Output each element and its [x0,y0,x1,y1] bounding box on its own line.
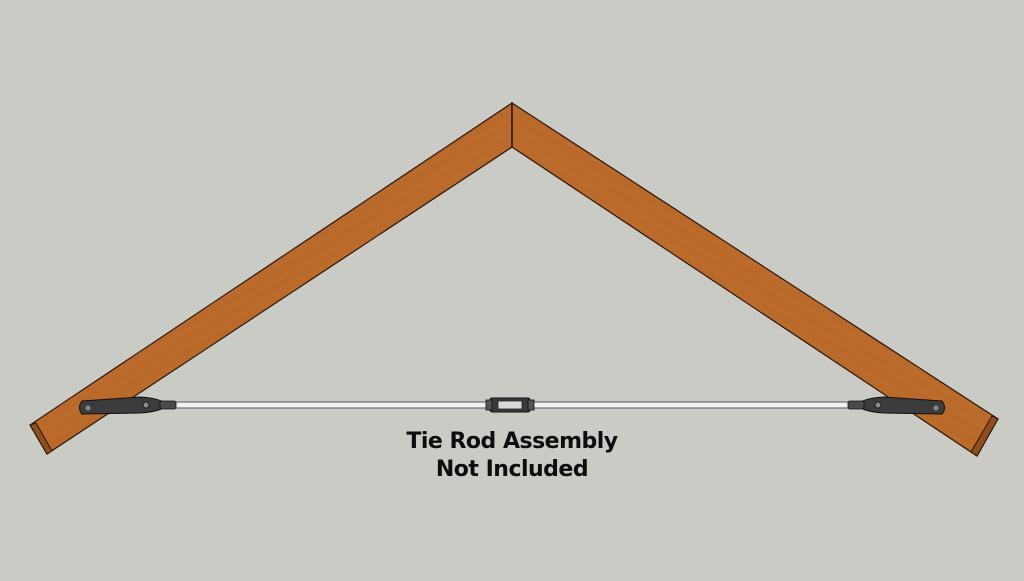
caption-line-1: Tie Rod Assembly [406,429,618,454]
right-rafter [511,101,999,457]
right-bracket [847,396,945,415]
caption: Tie Rod Assembly Not Included [362,428,662,484]
caption-line-2: Not Included [435,457,589,482]
turnbuckle [485,397,535,413]
left-bracket [79,396,177,415]
